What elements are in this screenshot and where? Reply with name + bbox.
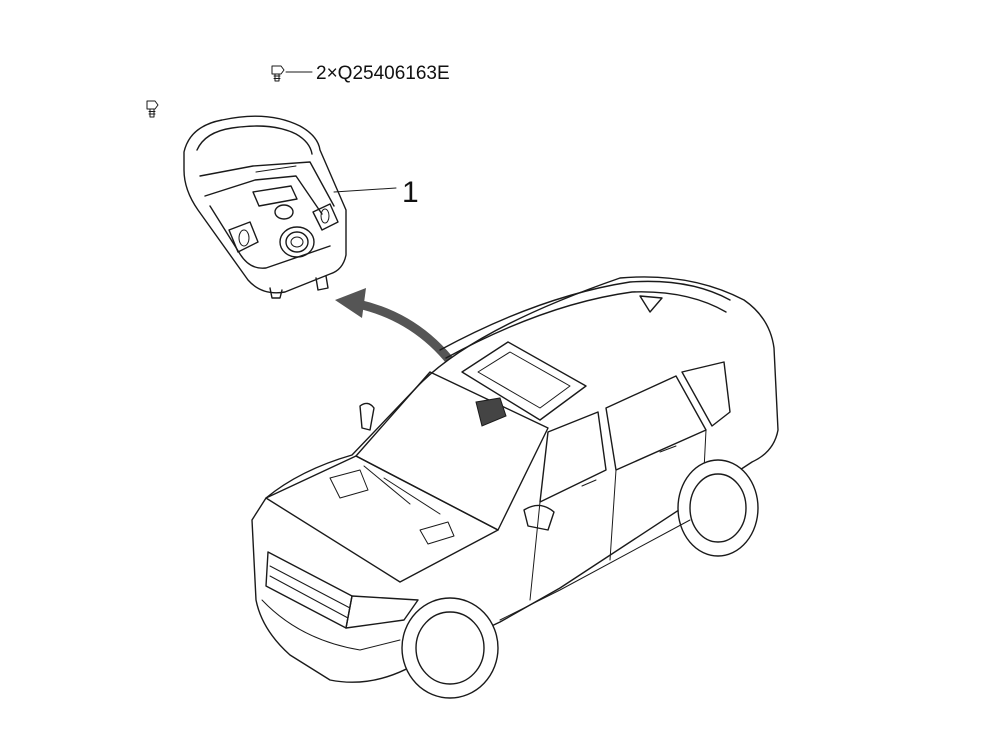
part-leader-line [333, 187, 397, 193]
screw-icon [271, 65, 285, 82]
part-number-label: 1 [402, 176, 419, 209]
fastener-label: 2×Q25406163E [316, 63, 450, 84]
suv-icon [251, 276, 779, 699]
screw-icon [146, 100, 159, 118]
overhead-console-icon [183, 115, 347, 299]
fastener-callout: 2×Q25406163E [271, 63, 450, 84]
